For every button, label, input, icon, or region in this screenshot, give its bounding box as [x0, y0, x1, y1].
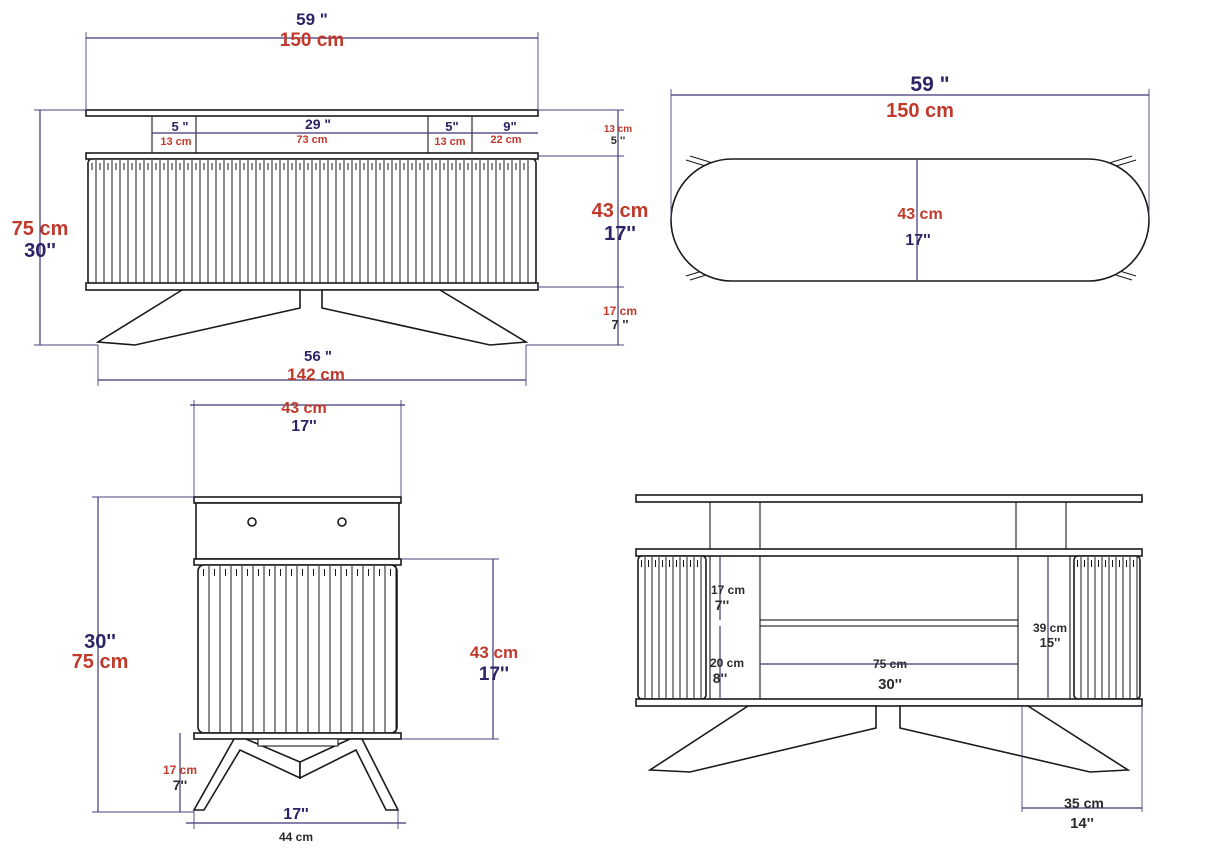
- top-width-cm: 150 cm: [886, 100, 954, 122]
- side-leg-right: [299, 738, 400, 811]
- open-leg-spread-inch: 14'': [1070, 815, 1094, 832]
- open-leg-spread-cm: 35 cm: [1064, 795, 1104, 811]
- open-flutes-right: [1077, 557, 1138, 698]
- shelf-height-inch: 5 '': [611, 135, 626, 147]
- side-bottom-board: [193, 732, 402, 740]
- comp-left-inch: 5 ": [171, 119, 188, 134]
- open-lower-inch: 8'': [713, 670, 727, 686]
- top-depth-cm: 43 cm: [897, 206, 942, 223]
- front-flutes: [91, 160, 529, 284]
- front-width-inch: 59 ": [296, 10, 328, 29]
- side-leg-inch: 7'': [173, 777, 187, 793]
- open-leg-right: [899, 705, 1131, 773]
- open-inner-width-cm: 75 cm: [873, 657, 907, 671]
- open-leg-left: [647, 705, 877, 773]
- front-leg-left: [95, 289, 301, 346]
- open-upper-cm: 17 cm: [711, 583, 745, 597]
- open-lower-cm: 20 cm: [710, 656, 744, 670]
- comp-mid-inch: 29 ": [305, 116, 331, 132]
- side-knob: [247, 517, 257, 527]
- base-width-inch: 56 ": [304, 348, 332, 365]
- comp-mid-cm: 73 cm: [296, 134, 327, 146]
- front-top-board: [85, 109, 539, 117]
- open-flutes-left: [641, 557, 702, 698]
- top-depth-inch: 17'': [905, 232, 930, 249]
- side-leg-plate: [257, 738, 339, 747]
- body-height-inch: 17'': [604, 223, 636, 245]
- front-bottom-board: [85, 282, 539, 291]
- open-inner-height-inch: 15'': [1040, 635, 1061, 650]
- open-view: 17 cm 7'' 20 cm 8'' 75 cm 30'' 39 cm 15'…: [635, 494, 1143, 832]
- comp-left-cm: 13 cm: [160, 136, 191, 148]
- comp-end-inch: 9": [503, 119, 516, 134]
- open-inner-width-inch: 30'': [878, 676, 902, 693]
- side-mid-board: [193, 558, 402, 566]
- open-upper-inch: 7'': [715, 597, 729, 613]
- comp-right-cm: 13 cm: [434, 136, 465, 148]
- side-flutes: [203, 566, 397, 732]
- base-width-cm: 142 cm: [287, 365, 345, 384]
- leg-height-inch: 7 '': [611, 317, 628, 332]
- body-height-cm: 43 cm: [592, 200, 649, 222]
- comp-right-inch: 5": [445, 119, 458, 134]
- open-inner-shelf: [759, 619, 1019, 627]
- top-width-inch: 59 ": [910, 73, 949, 96]
- open-inner-height-cm: 39 cm: [1033, 621, 1067, 635]
- open-bottom-board: [635, 698, 1143, 707]
- front-leg-right: [321, 289, 529, 346]
- side-height-cm: 75 cm: [72, 651, 129, 673]
- open-mid-board: [635, 548, 1143, 557]
- leg-height-cm: 17 cm: [603, 304, 637, 318]
- front-mid-board: [85, 152, 539, 160]
- comp-end-cm: 22 cm: [490, 134, 521, 146]
- side-body-inch: 17'': [479, 664, 509, 685]
- side-view: 43 cm 17'' 30'' 75 cm 43 cm 17'' 17 cm 7…: [72, 400, 518, 844]
- shelf-height-cm: 13 cm: [604, 124, 632, 135]
- open-door-left: [637, 555, 707, 700]
- side-foot-inch: 17'': [283, 806, 308, 823]
- front-view: 59 " 150 cm 5 " 13 cm 29 " 73 cm 5" 13 c…: [12, 10, 649, 386]
- side-depth-inch: 17'': [291, 418, 316, 435]
- top-view: 59 " 150 cm 43 cm 17'': [670, 73, 1150, 282]
- side-depth-cm: 43 cm: [281, 400, 326, 417]
- side-drawer: [195, 502, 400, 560]
- side-leg-cm: 17 cm: [163, 763, 197, 777]
- side-body-cm: 43 cm: [470, 643, 518, 662]
- side-knob: [337, 517, 347, 527]
- side-leg-left: [192, 738, 301, 811]
- front-width-cm: 150 cm: [280, 30, 344, 51]
- front-height-inch: 30'': [24, 240, 56, 262]
- open-top-board: [635, 494, 1143, 503]
- side-foot-cm: 44 cm: [279, 830, 313, 844]
- side-top-board: [193, 496, 402, 504]
- side-height-inch: 30'': [84, 631, 116, 653]
- front-height-cm: 75 cm: [12, 218, 69, 240]
